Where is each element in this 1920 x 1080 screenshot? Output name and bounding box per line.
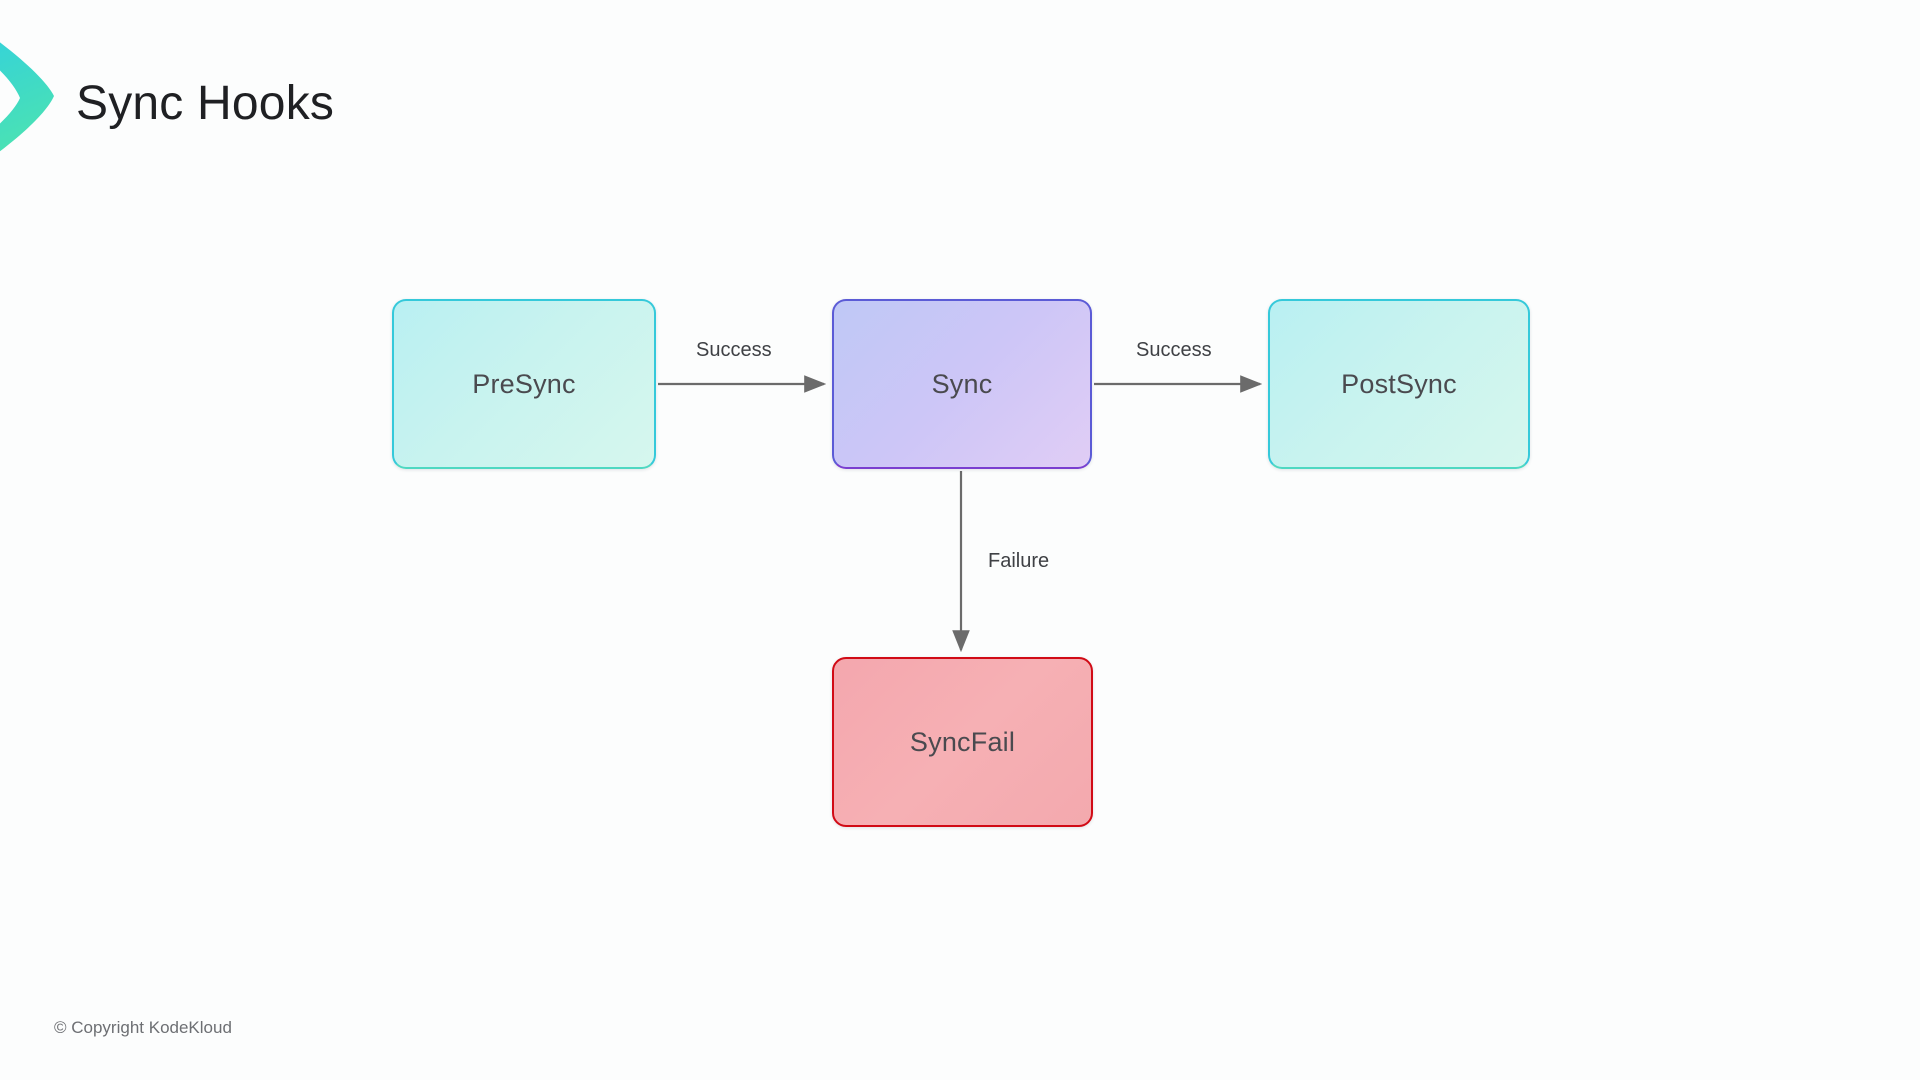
node-syncfail-label: SyncFail (909, 726, 1016, 757)
node-postsync[interactable]: PostSync (1268, 299, 1530, 469)
node-syncfail[interactable]: SyncFail (832, 657, 1093, 827)
node-sync[interactable]: Sync (832, 299, 1092, 469)
node-presync-label: PreSync (472, 368, 576, 399)
slide-header: Sync Hooks (0, 0, 1920, 200)
page-title: Sync Hooks (76, 77, 335, 130)
footer-copyright: © Copyright KodeKloud (54, 1018, 232, 1037)
edge-label-sync-to-postsync: Success (1136, 339, 1212, 361)
edge-label-sync-to-syncfail: Failure (988, 550, 1050, 572)
node-presync[interactable]: PreSync (392, 299, 656, 469)
node-postsync-label: PostSync (1341, 368, 1457, 399)
chevron-logo-icon (0, 42, 54, 152)
edge-label-presync-to-sync: Success (696, 339, 772, 361)
node-sync-label: Sync (931, 368, 993, 399)
